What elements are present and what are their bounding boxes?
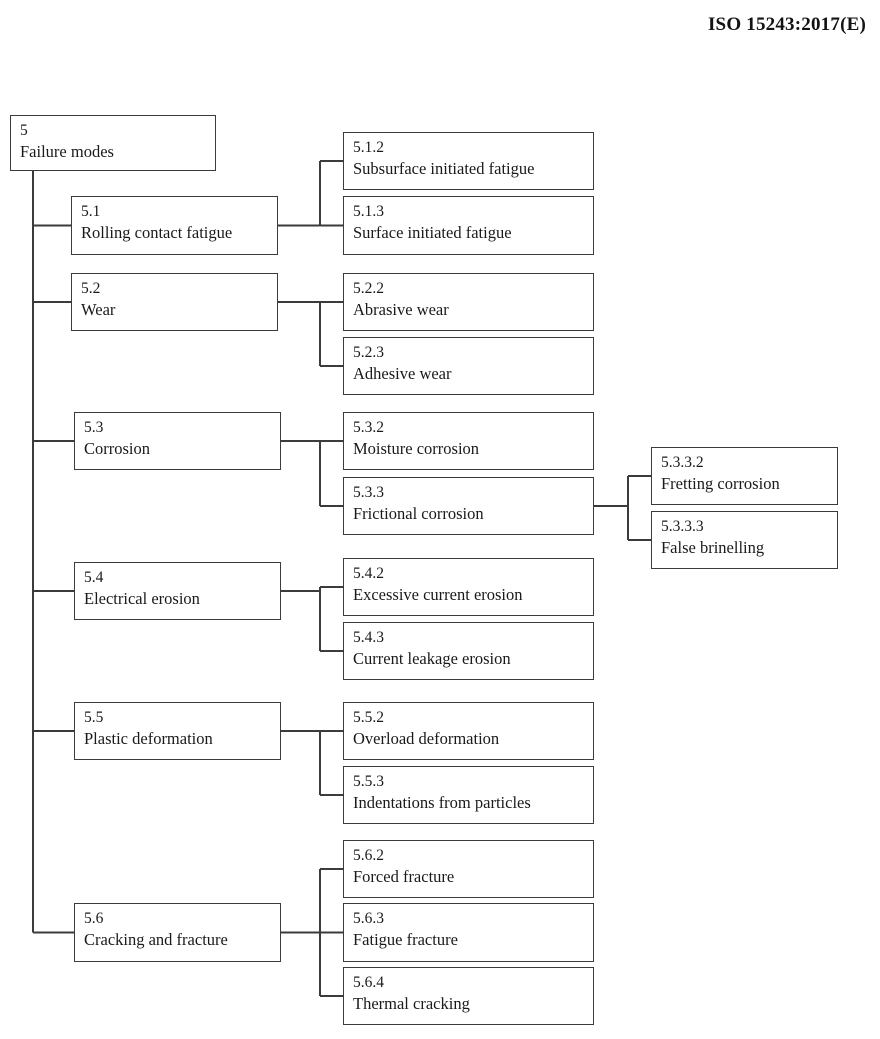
node-number: 5.6.4 [353, 974, 384, 991]
node-number: 5.1.3 [353, 203, 384, 220]
node-label: False brinelling [661, 538, 765, 558]
node-number: 5.2 [81, 280, 101, 297]
node-number: 5.3.3.3 [661, 518, 704, 535]
node-number: 5 [20, 122, 28, 139]
node-number: 5.5.3 [353, 773, 384, 790]
node-label: Indentations from particles [353, 793, 531, 813]
node-number: 5.3.3.2 [661, 454, 704, 471]
node-number: 5.3 [84, 419, 104, 436]
node-label: Corrosion [84, 439, 150, 459]
node-label: Wear [81, 300, 116, 320]
node-number: 5.6 [84, 910, 104, 927]
node-label: Current leakage erosion [353, 649, 511, 669]
node-label: Forced fracture [353, 867, 455, 887]
node-label: Fretting corrosion [661, 474, 780, 494]
node-label: Surface initiated fatigue [353, 223, 512, 243]
node-number: 5.2.3 [353, 344, 384, 361]
node-number: 5.2.2 [353, 280, 384, 297]
node-label: Excessive current erosion [353, 585, 523, 605]
node-label: Failure modes [20, 142, 114, 162]
node-label: Plastic deformation [84, 729, 213, 749]
node-label: Subsurface initiated fatigue [353, 159, 535, 179]
node-number: 5.5.2 [353, 709, 384, 726]
node-number: 5.3.2 [353, 419, 384, 436]
node-label: Fatigue fracture [353, 930, 458, 950]
node-label: Thermal cracking [353, 994, 470, 1014]
node-number: 5.6.3 [353, 910, 384, 927]
node-label: Adhesive wear [353, 364, 452, 384]
node-number: 5.1.2 [353, 139, 384, 156]
node-label: Rolling contact fatigue [81, 223, 233, 243]
node-label: Abrasive wear [353, 300, 449, 320]
node-number: 5.6.2 [353, 847, 384, 864]
node-number: 5.4.2 [353, 565, 384, 582]
node-number: 5.4 [84, 569, 104, 586]
node-number: 5.3.3 [353, 484, 384, 501]
node-label: Cracking and fracture [84, 930, 228, 950]
node-label: Overload deformation [353, 729, 500, 749]
node-number: 5.1 [81, 203, 101, 220]
node-number: 5.5 [84, 709, 104, 726]
node-label: Frictional corrosion [353, 504, 484, 524]
node-label: Electrical erosion [84, 589, 200, 609]
node-label: Moisture corrosion [353, 439, 480, 459]
document-header-standard-number: ISO 15243:2017(E) [707, 14, 866, 35]
node-number: 5.4.3 [353, 629, 384, 646]
